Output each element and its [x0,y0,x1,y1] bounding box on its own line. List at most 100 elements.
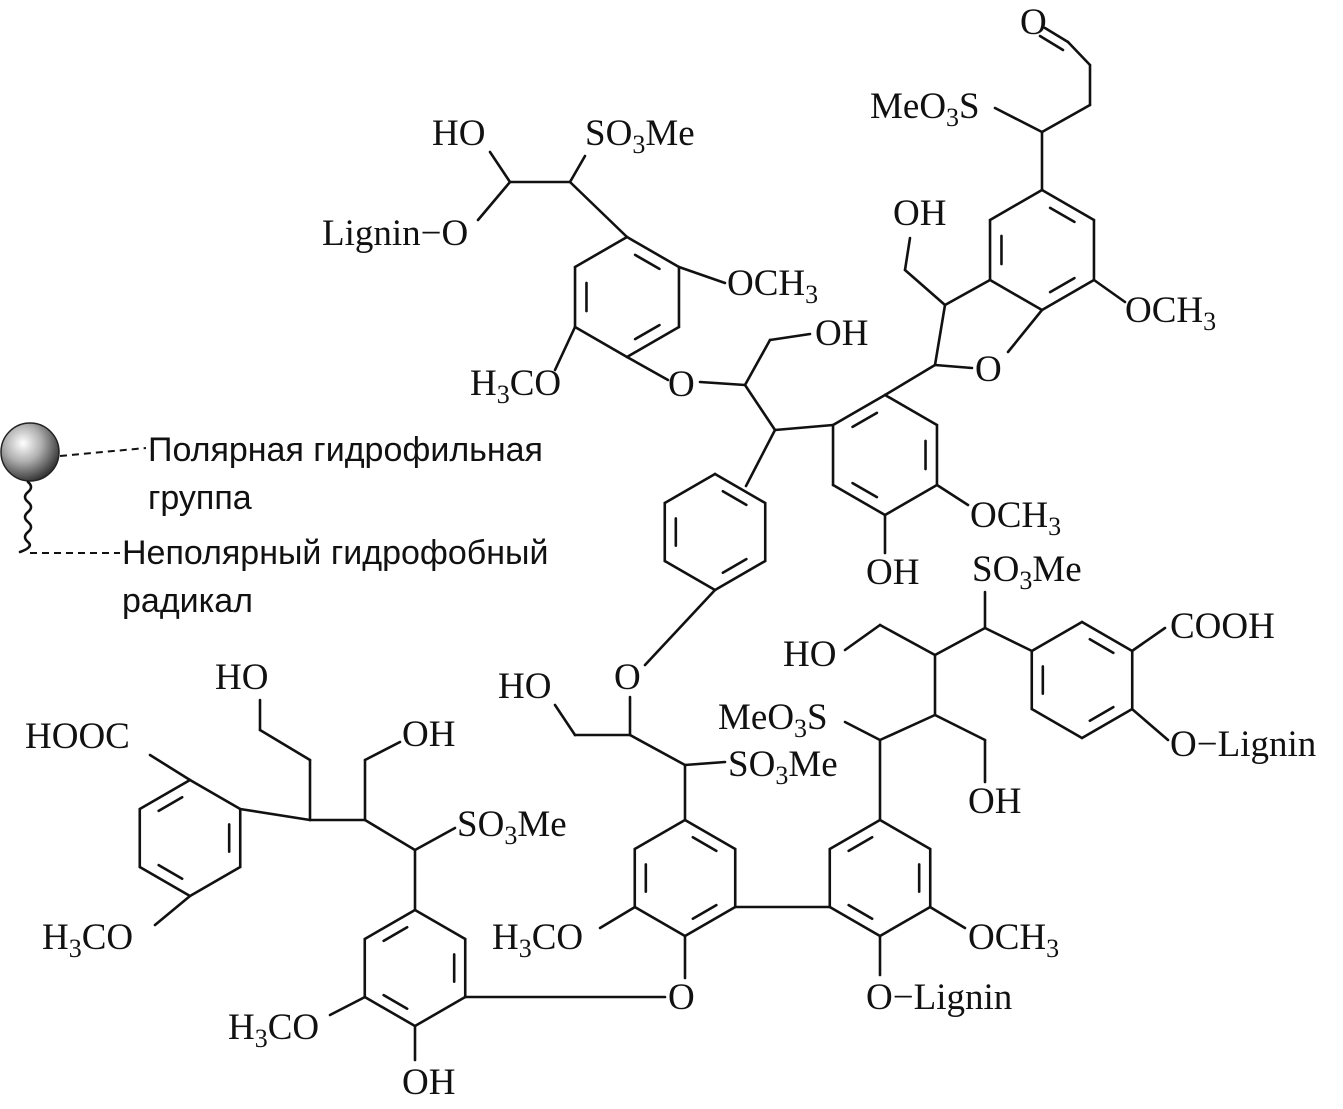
bond [363,740,402,762]
bond [1130,626,1167,653]
aromatic-double-bond [382,925,409,943]
bond [1092,278,1127,304]
bond [258,728,312,762]
bond [553,325,577,372]
ring-bond [138,778,192,811]
bond [928,905,967,930]
ring-bond [573,325,629,359]
ring-bond [831,483,887,517]
bond [568,180,629,239]
ring-bond [1040,278,1096,312]
bond [328,995,367,1017]
atom-label: OCH3 [1125,290,1216,336]
ring-bond [831,393,887,427]
aromatic-double-bond [382,993,409,1011]
atom-label: MeO3S [718,697,828,743]
bond [878,713,937,742]
bond [843,720,882,742]
bond [643,588,717,667]
ring-bond [878,905,932,938]
bond [683,760,727,767]
bond [983,626,1034,653]
atom-label: SO3Me [585,113,695,159]
bond [743,383,777,432]
bond [1130,707,1170,742]
ring-bond [883,393,939,427]
legend-polar-line2: группа [148,479,252,517]
bond [476,180,512,222]
ring-bond [878,818,932,851]
atom-label: O−Lignin [1170,724,1316,765]
atom-label: MeO3S [870,86,980,132]
bond [238,807,312,822]
bond [488,150,512,184]
bond [1066,40,1092,67]
bond [1040,103,1092,134]
ring-bond [713,559,767,592]
atom-label: OH [866,552,919,593]
atom-label: SO3Me [972,549,1082,595]
bond [878,623,937,657]
bond [768,332,812,342]
bond [553,703,577,737]
aromatic-double-bond [691,835,718,853]
ring-bond [683,905,737,938]
bond [148,753,192,782]
bond [628,733,687,767]
ring-bond [663,472,717,505]
legend-nonpolar-line2: радикал [122,582,253,620]
atom-label: HO [432,113,485,154]
aromatic-double-bond [851,411,879,429]
bond [743,338,772,387]
bond [993,106,1044,134]
bond [625,355,670,382]
atom-label: O [1020,2,1047,43]
ring-bond [828,818,882,851]
atom-label: HO [498,666,551,707]
atom-label: O−Lignin [866,977,1012,1018]
atom-label: H3CO [492,917,583,963]
bonds [138,26,1170,1062]
ring-bond [188,778,242,811]
atom-label: OCH3 [968,917,1059,963]
ring-bond [1080,620,1134,653]
aromatic-double-bond [157,863,184,881]
atom-label: OH [968,781,1021,822]
atom-label: COOH [1170,606,1275,647]
ring-bond [633,818,687,851]
hydrophobic-tail-icon [18,480,33,554]
aromatic-double-bond [1088,637,1115,655]
atom-label: Lignin−O [322,213,468,254]
legend-polar-line1: Полярная гидрофильная [148,431,543,469]
aromatic-double-bond [847,903,874,921]
bond [1038,34,1065,52]
atom-label: OH [893,193,946,234]
legend-nonpolar-line1: Неполярный гидрофобный [122,534,548,572]
atom-label: O [668,977,695,1018]
bond [1006,308,1044,354]
atom-label: OCH3 [727,263,818,309]
atom-label: H3CO [228,1007,319,1053]
bond [883,363,937,397]
ring-bond [663,559,717,592]
ring-bond [413,995,467,1028]
atom-label: OH [402,714,455,755]
aromatic-double-bond [157,795,184,813]
ring-bond [988,188,1044,222]
ring-bond [363,908,417,941]
ring-bond [1030,707,1084,740]
ring-bond [988,278,1044,312]
polar-pointer-line [59,447,147,457]
ring-bond [1080,707,1134,740]
atom-label: HO [215,657,268,698]
atom-label: OH [815,313,868,354]
bond [933,303,947,367]
bond [903,268,947,307]
atom-label: H3CO [470,363,561,409]
aromatic-double-bond [633,323,661,341]
aromatic-double-bond [691,903,718,921]
bond [933,363,974,370]
bond [153,894,192,927]
